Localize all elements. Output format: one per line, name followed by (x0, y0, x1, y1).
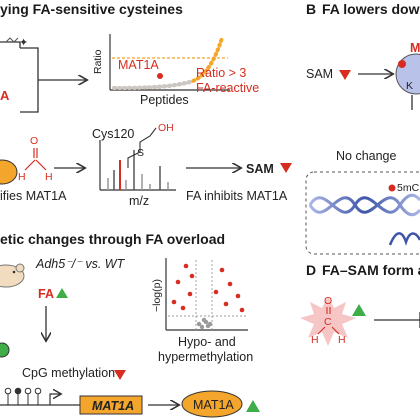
panel-b-letter: B (306, 1, 316, 17)
fa-bond-left (24, 159, 36, 171)
cpg-lollipops (4, 387, 42, 405)
d-bond-left (317, 326, 326, 335)
peptide-curve-low (112, 80, 192, 90)
fa-h2: H (45, 171, 53, 183)
star-icon: ✦ (19, 37, 28, 49)
dna-box (305, 171, 420, 255)
panel-a-heading: ying FA-sensitive cysteines (0, 1, 183, 17)
dna-fragment-small (388, 232, 420, 246)
volcano-caption-1: Hypo- and (178, 335, 236, 349)
panel-d-letter: D (306, 262, 316, 278)
enzyme-red-dot (398, 60, 406, 68)
cpg-green-circle (0, 342, 10, 358)
mat1a-point-label: MAT1A (118, 58, 159, 72)
volcano-ylabel: −log(p) (151, 279, 163, 312)
d-oxygen: O (324, 295, 332, 307)
no-change-label: No change (336, 149, 397, 163)
probe-glyph (5, 37, 19, 43)
d-bond-right (331, 326, 340, 335)
bracket-top (0, 41, 21, 48)
enzyme-letter: K (406, 80, 413, 92)
sam-label-b: SAM (306, 67, 333, 81)
d-up-triangle (352, 304, 366, 316)
threshold-label: Ratio > 3 (196, 66, 246, 80)
cpg-label: CpG methylation (22, 366, 115, 380)
inhibits-text: FA inhibits MAT1A (186, 189, 288, 203)
d-h2: H (338, 334, 346, 346)
panel-b-heading: FA lowers dow (322, 1, 420, 17)
mat1a-point (157, 73, 163, 79)
ratio-ylabel: Ratio (92, 49, 104, 74)
fa-up-triangle (56, 288, 68, 298)
panel-d-heading: FA–SAM form a (322, 262, 420, 278)
genotype-label: Adh5⁻/⁻ vs. WT (35, 257, 126, 271)
protein-up-triangle (246, 400, 260, 412)
fa-burst (300, 296, 356, 346)
fa-h1: H (18, 171, 26, 183)
mass-spec: Cys120 m/z S OH (92, 122, 176, 208)
volcano-points-sig (171, 263, 245, 313)
volcano-plot: −log(p) Hypo- and hypermethylation (151, 258, 253, 364)
dna-strand-1 (308, 193, 420, 214)
protein-oval (181, 390, 243, 418)
tss-arrow (49, 394, 60, 405)
gene-box (79, 395, 143, 415)
fa-oxygen: O (30, 135, 38, 147)
mat1a-oval-fragment (0, 159, 18, 185)
dna-strand-2 (308, 196, 420, 217)
fa-label-c: FA (38, 287, 54, 301)
panel-a-cut-letter: A (0, 88, 10, 103)
ratio-xlabel: Peptides (140, 93, 189, 107)
threshold-sublabel: FA-reactive (196, 81, 259, 95)
modifies-text: ifies MAT1A (0, 189, 67, 203)
methyl-label: 5mC (397, 182, 420, 194)
hydroxyl-label: OH (158, 122, 174, 134)
panel-c-heading: etic changes through FA overload (0, 231, 225, 247)
d-h1: H (311, 334, 319, 346)
mouse-icon (0, 263, 25, 288)
d-carbon: C (324, 316, 332, 328)
fa-bond-right (35, 159, 47, 171)
sam-down-triangle-b (339, 70, 351, 80)
cys-side-chain (127, 127, 157, 168)
sam-label-a: SAM (246, 162, 274, 176)
protein-label: MAT1A (193, 398, 234, 412)
methyl-dot (388, 184, 396, 192)
volcano-points-ns (196, 317, 213, 330)
gene-label: MAT1A (92, 399, 134, 413)
sam-down-triangle-a (280, 163, 292, 173)
ms-xlabel: m/z (129, 194, 149, 208)
ratio-chart: Ratio Peptides MAT1A Ratio > 3 FA-reacti… (92, 34, 259, 107)
cpg-down-triangle (114, 370, 126, 380)
volcano-caption-2: hypermethylation (158, 350, 253, 364)
cys120-label: Cys120 (92, 127, 134, 141)
panel-b-cut-letter: M (410, 41, 420, 55)
bracket (20, 47, 39, 113)
sulfur-label: S (137, 147, 144, 159)
